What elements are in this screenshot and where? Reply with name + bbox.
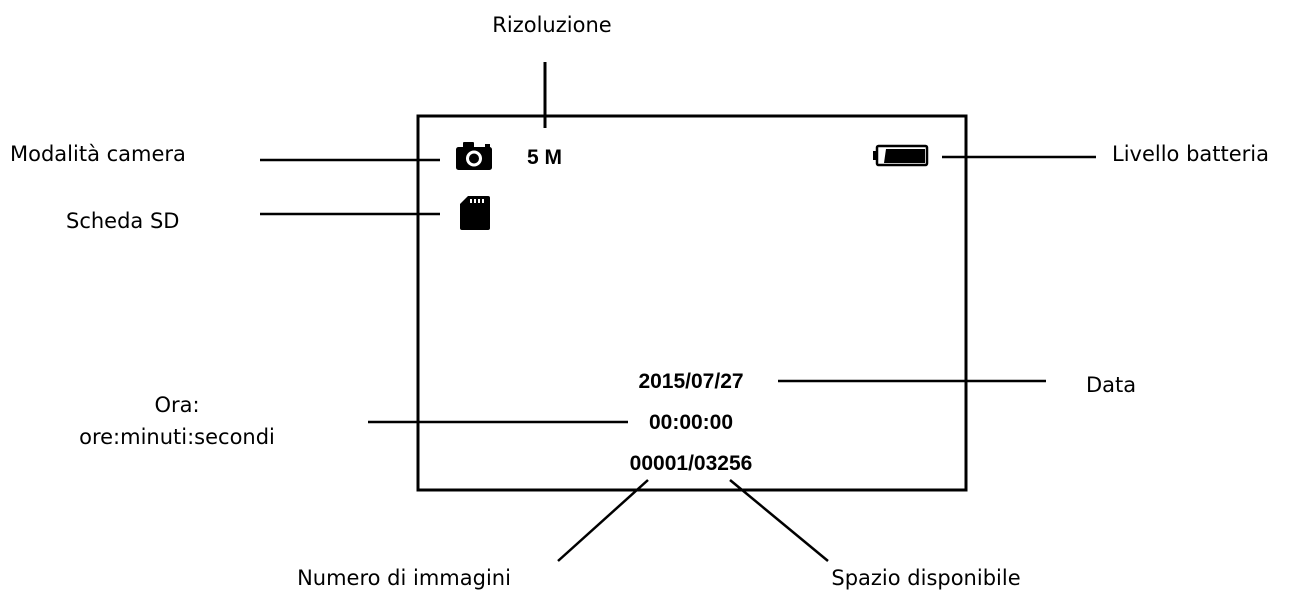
label-camera-mode: Modalità camera xyxy=(10,142,186,166)
resolution-value: 5 M xyxy=(527,146,563,169)
label-date: Data xyxy=(1086,373,1137,397)
time-value: 00:00:00 xyxy=(648,411,734,434)
date-value: 2015/07/27 xyxy=(638,370,744,393)
label-free-space: Spazio disponibile xyxy=(831,566,1021,590)
leader-image-count xyxy=(557,479,649,562)
label-sd-card: Scheda SD xyxy=(66,209,180,233)
label-image-count: Numero di immagini xyxy=(297,566,511,590)
label-time-line2: ore:minuti:secondi xyxy=(79,425,275,449)
battery-icon xyxy=(873,144,929,167)
label-battery-level: Livello batteria xyxy=(1112,142,1269,166)
image-counter-value: 00001/03256 xyxy=(629,452,753,475)
label-resolution: Rizoluzione xyxy=(492,13,612,37)
label-time-line1: Ora: xyxy=(154,393,200,417)
leader-free-space xyxy=(729,479,829,562)
screen-frame xyxy=(416,114,968,492)
camera-icon xyxy=(456,142,492,170)
sd-card-icon xyxy=(460,196,490,230)
